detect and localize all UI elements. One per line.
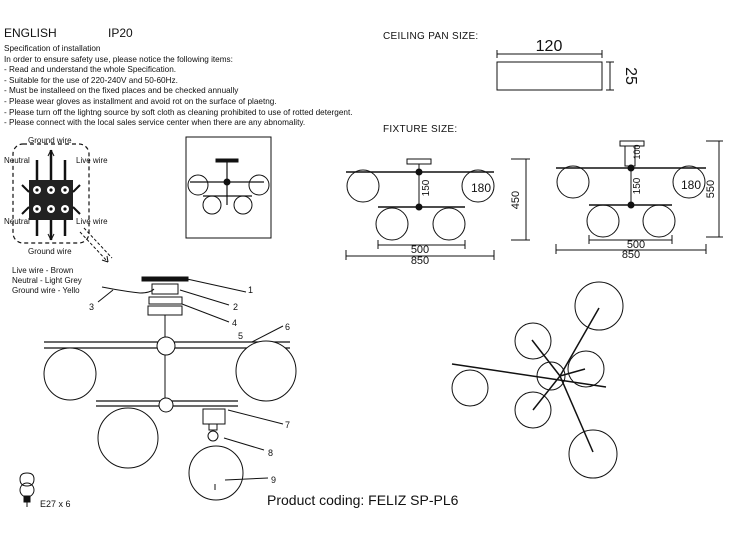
part-number: 2: [233, 302, 238, 312]
wiring-live-mid-label: Live wire: [76, 217, 108, 226]
fixture-left-globe-size: 180: [471, 181, 491, 195]
fixture-left-drawing: [345, 158, 530, 260]
fixture-left-height: 450: [510, 191, 522, 209]
wire-legend-neutral: Neutral - Light Grey: [12, 276, 82, 285]
fixture-right-top-height: 100: [632, 144, 642, 159]
fixture-right-drawing: [555, 140, 723, 254]
part-number: 7: [285, 420, 290, 430]
spec-item: - Please connect with the local sales se…: [4, 118, 306, 128]
fixture-right-height: 550: [705, 180, 717, 198]
ceiling-pan-label: CEILING PAN SIZE:: [383, 31, 479, 42]
spec-item: - Please turn off the lightng source by …: [4, 107, 353, 117]
wiring-diagram: [12, 143, 113, 263]
fixture-right-inner-width: 500: [627, 239, 645, 251]
wiring-ground-bottom-label: Ground wire: [28, 247, 72, 256]
ceiling-pan-height: 25: [622, 67, 639, 85]
spec-item: - Suitable for the use of 220-240V and 5…: [4, 75, 178, 85]
top-view-drawing: [451, 281, 624, 479]
part-number: 5: [238, 331, 243, 341]
assembly-drawing: [19, 276, 297, 501]
spec-title: Specification of installation: [4, 44, 101, 53]
spec-item: - Please wear gloves as installment and …: [4, 96, 277, 106]
wire-legend-live: Live wire - Brown: [12, 266, 74, 275]
bulb-label: E27 x 6: [40, 499, 71, 509]
part-number: 6: [285, 322, 290, 332]
part-number: 4: [232, 318, 237, 328]
ip-rating-label: IP20: [108, 26, 133, 40]
wiring-neutral-mid-label: Neutral: [4, 217, 30, 226]
part-number: 1: [248, 285, 253, 295]
wire-legend-ground: Ground wire - Yello: [12, 286, 80, 295]
part-number: 9: [271, 475, 276, 485]
fixture-left-outer-width: 850: [411, 255, 429, 267]
spec-item: - Must be installeed on the fixed places…: [4, 86, 239, 96]
fixture-size-label: FIXTURE SIZE:: [383, 124, 458, 135]
wiring-neutral-top-label: Neutral: [4, 156, 30, 165]
ceiling-pan-drawing: [496, 50, 614, 91]
fixture-right-globe-size: 180: [681, 178, 701, 192]
product-photo: [185, 136, 272, 239]
spec-intro: In order to ensure safety use, please no…: [4, 54, 233, 64]
product-coding: Product coding: FELIZ SP-PL6: [267, 492, 459, 508]
fixture-left-rod-length: 150: [421, 179, 432, 196]
specification-block: Specification of installation In order t…: [4, 44, 353, 129]
language-label: ENGLISH: [4, 26, 57, 40]
ceiling-pan-width: 120: [536, 38, 563, 55]
spec-item: - Read and understand the whole Specific…: [4, 65, 177, 75]
wiring-live-top-label: Live wire: [76, 156, 108, 165]
wiring-ground-top-label: Ground wire: [28, 136, 72, 145]
part-number: 3: [89, 302, 94, 312]
fixture-right-outer-width: 850: [622, 249, 640, 261]
fixture-left-inner-width: 500: [411, 244, 429, 256]
part-number: 8: [268, 448, 273, 458]
fixture-right-rod-length: 150: [632, 177, 643, 194]
bulb-icon: [19, 482, 35, 507]
part-numbers: 1 2 3 4 5 6 7 8 9: [89, 285, 290, 485]
